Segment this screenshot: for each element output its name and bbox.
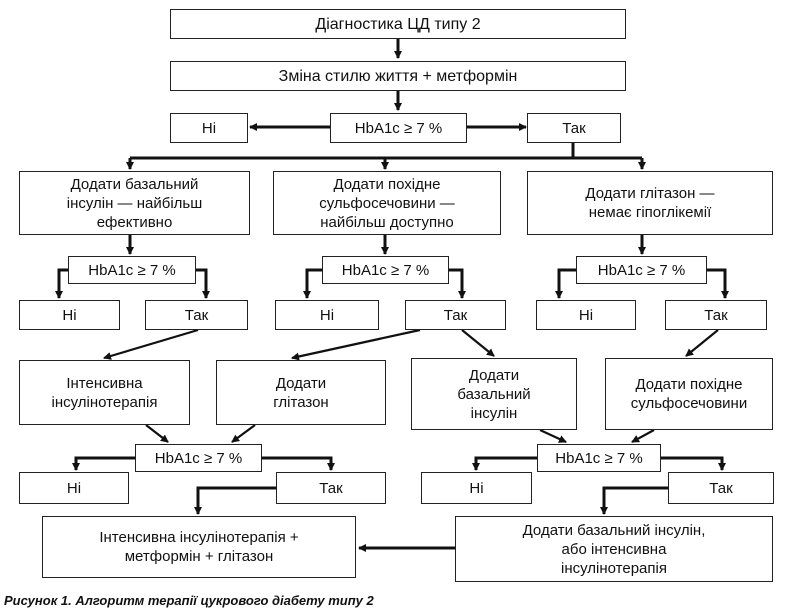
box-add-glitazone: Додати глітазон — немає гіпоглікемії — [527, 171, 773, 235]
arrow-yes-br-final — [600, 486, 668, 515]
box-hba1c-r: HbA1c ≥ 7 % — [576, 256, 707, 284]
box-hba1c-l: HbA1c ≥ 7 % — [68, 256, 196, 284]
branch-yes-l — [196, 268, 210, 299]
branch-no-br — [472, 456, 537, 471]
arrow-sulfonyl2-hba1c — [631, 429, 655, 443]
box-final-right: Додати базальний інсулін, або інтенсивна… — [455, 516, 773, 582]
box-yes-m: Так — [405, 300, 506, 330]
branch-no-r — [555, 268, 576, 299]
box-yes-br: Так — [668, 472, 774, 504]
box-final-left: Інтенсивна інсулінотерапія + метформін +… — [42, 516, 356, 578]
arrow-yes-m-glitazone — [291, 328, 421, 361]
box-yes-top: Так — [527, 113, 621, 143]
fork-line — [130, 143, 575, 160]
arrow-yes-bl-final — [194, 486, 276, 515]
box-add-basal: Додати базальний інсулін — найбільш ефек… — [19, 171, 250, 235]
box-hba1c-top: HbA1c ≥ 7 % — [330, 113, 467, 143]
arrow-glitazone2-hba1c — [231, 424, 256, 443]
box-add-glitazone2: Додати глітазон — [216, 360, 386, 425]
box-intensive: Інтенсивна інсулінотерапія — [19, 360, 190, 425]
box-diagnosis: Діагностика ЦД типу 2 — [170, 9, 626, 39]
arrow-yes-l-intensive — [103, 328, 199, 360]
box-add-sulfonyl2: Додати похідне сульфосечовини — [605, 358, 773, 430]
arrow-yes-m-basal — [461, 329, 495, 357]
box-no-r: Ні — [536, 300, 636, 330]
box-add-sulfonyl: Додати похідне сульфосечовини — найбільш… — [273, 171, 501, 235]
branch-yes-bl — [262, 456, 335, 471]
box-no-bl: Ні — [19, 472, 129, 504]
arrow-intensive-hba1c — [145, 424, 169, 443]
branch-no-m — [303, 268, 322, 299]
branch-no-bl — [72, 456, 135, 471]
box-add-basal2: Додати базальний інсулін — [411, 358, 577, 430]
box-yes-bl: Так — [276, 472, 386, 504]
branch-no-l — [55, 268, 68, 299]
box-no-l: Ні — [19, 300, 120, 330]
box-no-m: Ні — [275, 300, 379, 330]
figure-caption: Рисунок 1. Алгоритм терапії цукрового ді… — [4, 593, 374, 608]
box-hba1c-br: HbA1c ≥ 7 % — [537, 444, 661, 472]
arrow-yes-r-sulfonyl — [685, 329, 719, 357]
branch-yes-r — [707, 268, 729, 299]
box-no-br: Ні — [421, 472, 532, 504]
box-yes-l: Так — [145, 300, 248, 330]
arrow-basal2-hba1c — [539, 429, 567, 443]
connector-layer — [55, 38, 729, 552]
branch-yes-m — [449, 268, 466, 299]
branch-yes-br — [661, 456, 726, 471]
treatment-algorithm-diagram: Діагностика ЦД типу 2 Зміна стилю життя … — [19, 9, 774, 582]
box-hba1c-bl: HbA1c ≥ 7 % — [135, 444, 262, 472]
box-yes-r: Так — [665, 300, 767, 330]
box-hba1c-m: HbA1c ≥ 7 % — [322, 256, 449, 284]
box-no-top: Ні — [170, 113, 248, 143]
box-lifestyle: Зміна стилю життя + метформін — [170, 61, 626, 91]
